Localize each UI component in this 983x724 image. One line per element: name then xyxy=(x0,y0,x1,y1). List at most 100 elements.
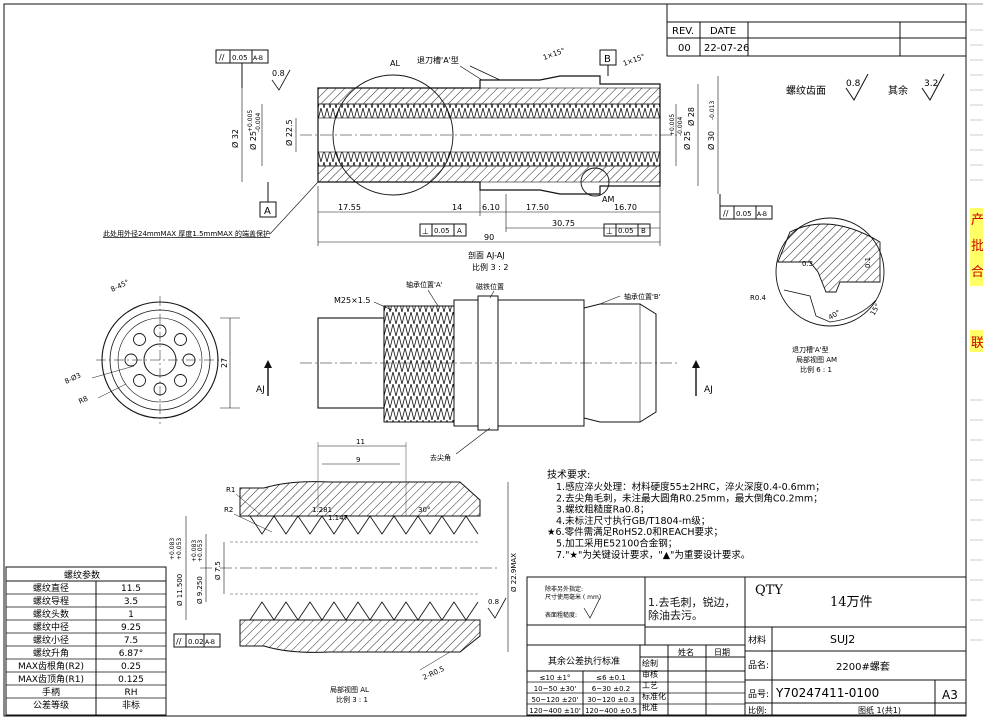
dim-l17-55: 17.55 xyxy=(338,203,361,212)
thread-param-value: 11.5 xyxy=(121,584,141,594)
side-note-4: 联 xyxy=(971,336,983,351)
gdt-perp-b-value: 0.05 xyxy=(618,227,634,235)
side-note-3: 合 xyxy=(971,265,983,280)
thread-param-value: 0.125 xyxy=(118,675,144,685)
tol-linear: 30~120 ±0.3 xyxy=(587,696,634,704)
thread-param-value: RH xyxy=(124,688,137,698)
dim-l90: 90 xyxy=(484,233,494,242)
tech-requirements: 技术要求: 1.感应淬火处理：材料硬度55±2HRC，淬火深度0.4-0.6mm… xyxy=(547,468,825,561)
section-scale: 比例 3 : 2 xyxy=(472,262,509,272)
thread-param-name: 螺纹中径 xyxy=(33,621,69,633)
dim-27: 27 xyxy=(220,358,229,368)
am-d01: 0.1 xyxy=(864,257,872,268)
callout-relief-groove: 退刀槽'A'型 xyxy=(417,55,459,65)
other-roughness-value: 3.2 xyxy=(924,79,938,89)
tol-angle: 50~120 ±20' xyxy=(531,696,578,704)
roughness-legend: 螺纹齿面 0.8 其余 3.2 xyxy=(786,73,945,101)
am-a15: 15° xyxy=(869,302,882,317)
tech-heading: 技术要求: xyxy=(547,468,590,481)
thread-param-value: 0.25 xyxy=(121,662,141,672)
detail-am: R0.4 0.3 0.1 40° 15° 退刀槽'A'型 局部视图 AM 比例 … xyxy=(750,217,885,374)
al-p1281: 1.281 xyxy=(312,506,332,514)
section-mark-right: AJ xyxy=(704,385,713,395)
al-a30: 30° xyxy=(418,506,430,514)
unit-note-2: 尺寸使用毫米 ( mm) xyxy=(545,593,601,601)
thread-param-name: 公差等级 xyxy=(33,699,69,711)
dim-d25-tol-l: -0.004 xyxy=(255,112,262,132)
thread-param-value: 6.87° xyxy=(119,649,144,659)
material-label: 材料 xyxy=(748,634,766,646)
chamfer-1: 1×15° xyxy=(542,47,566,62)
dim-d25r-tol-l: -0.004 xyxy=(677,116,684,136)
am-title: 退刀槽'A'型 xyxy=(792,345,829,354)
gdt-right-value: 0.05 xyxy=(736,210,752,218)
tech-requirement-item: ★6.零件需满足RoHS2.0和REACH要求； xyxy=(547,526,723,538)
part-value: Y70247411-0100 xyxy=(775,686,879,700)
tol-angle: ≤10 ±1° xyxy=(540,674,571,682)
right-margin-ticks xyxy=(970,29,983,641)
deburr-note: 去尖角 xyxy=(430,453,451,462)
qty-value: 14万件 xyxy=(830,595,873,610)
am-subtitle: 局部视图 AM xyxy=(796,355,837,364)
section-title: 剖面 AJ-AJ xyxy=(468,250,505,260)
col-date: 日期 xyxy=(714,648,730,657)
signoff-role: 批准 xyxy=(642,702,658,712)
gdt-perp-b-datum: B xyxy=(641,227,646,235)
dim-l6-10: 6.10 xyxy=(482,203,500,212)
thread-param-name: 螺纹导程 xyxy=(33,595,69,607)
thread-roughness-value: 0.8 xyxy=(846,79,861,89)
callout-al: AL xyxy=(390,59,400,68)
col-name: 姓名 xyxy=(678,647,694,657)
roughness-left: 0.8 xyxy=(272,69,285,78)
dim-l16-70: 16.70 xyxy=(614,203,637,212)
end-holes: 8-Ø3 xyxy=(63,371,82,385)
al-d11-5: Ø 11.500 xyxy=(176,574,184,606)
dim-d32: Ø 32 xyxy=(230,129,240,148)
part-label: 品号: xyxy=(748,689,769,700)
tol-linear: 6~30 ±0.2 xyxy=(592,685,630,693)
svg-text://: // xyxy=(219,53,225,62)
roughness-note: 表面粗糙度: xyxy=(545,611,577,619)
gdt-perp-a-datum: A xyxy=(457,227,462,235)
magnet-position: 磁铁位置 xyxy=(476,282,504,291)
other-roughness-label: 其余 xyxy=(888,84,908,97)
side-notes: 产 批 合 联 xyxy=(970,208,983,352)
qty-label: QTY xyxy=(755,583,783,598)
rev-value: 00 xyxy=(678,43,691,54)
al-gdt-value: 0.02 xyxy=(188,638,204,646)
finish-note: 1.去毛刺，锐边，除油去污。 xyxy=(648,596,736,622)
dim-l14: 14 xyxy=(452,203,462,212)
date-value: 22-07-26 xyxy=(704,43,749,54)
rev-header: REV. xyxy=(672,26,694,37)
am-scale: 比例 6 : 1 xyxy=(800,365,832,374)
dim-d25-tol-u: +0.005 xyxy=(247,110,254,132)
dim-d28: Ø 28 xyxy=(686,107,696,126)
end-angle: 8-45° xyxy=(109,278,130,293)
date-header: DATE xyxy=(710,26,736,37)
thread-param-name: MAX齿顶角(R1) xyxy=(18,673,84,685)
revision-block: REV. DATE 00 22-07-26 xyxy=(666,3,967,57)
chamfer-2: 1×15° xyxy=(622,53,646,68)
thread-param-name: 螺纹直径 xyxy=(33,582,69,594)
al-d22-9: Ø 22.9MAX xyxy=(510,553,518,592)
dim-d25: Ø 25 xyxy=(248,131,258,150)
tol-linear: ≤6 ±0.1 xyxy=(596,674,626,682)
callout-am: AM xyxy=(602,195,614,204)
title-block: 除非另外指定: 尺寸使用毫米 ( mm) 表面粗糙度: 1.去毛刺，锐边，除油去… xyxy=(526,576,967,716)
dim-d30-tol: -0.013 xyxy=(709,100,716,120)
tech-requirement-item: 5.加工采用E52100合金钢； xyxy=(556,538,677,550)
gdt-perp-a-value: 0.05 xyxy=(434,227,450,235)
material-value: SUJ2 xyxy=(830,633,855,646)
thread-param-name: 螺纹小径 xyxy=(33,634,69,646)
thread-param-value: 1 xyxy=(128,610,134,620)
signoff-role: 绘制 xyxy=(642,658,658,668)
frame-border xyxy=(3,3,967,717)
unit-note-1: 除非另外指定: xyxy=(545,585,583,593)
thread-roughness-label: 螺纹齿面 xyxy=(786,84,826,97)
dim-d25r-tol-u: +0.005 xyxy=(669,114,676,136)
scale-label: 比例: xyxy=(748,705,767,715)
tech-requirement-item: 2.去尖角毛刺，未注最大圆角R0.25mm，最大倒角C0.2mm； xyxy=(556,492,823,504)
